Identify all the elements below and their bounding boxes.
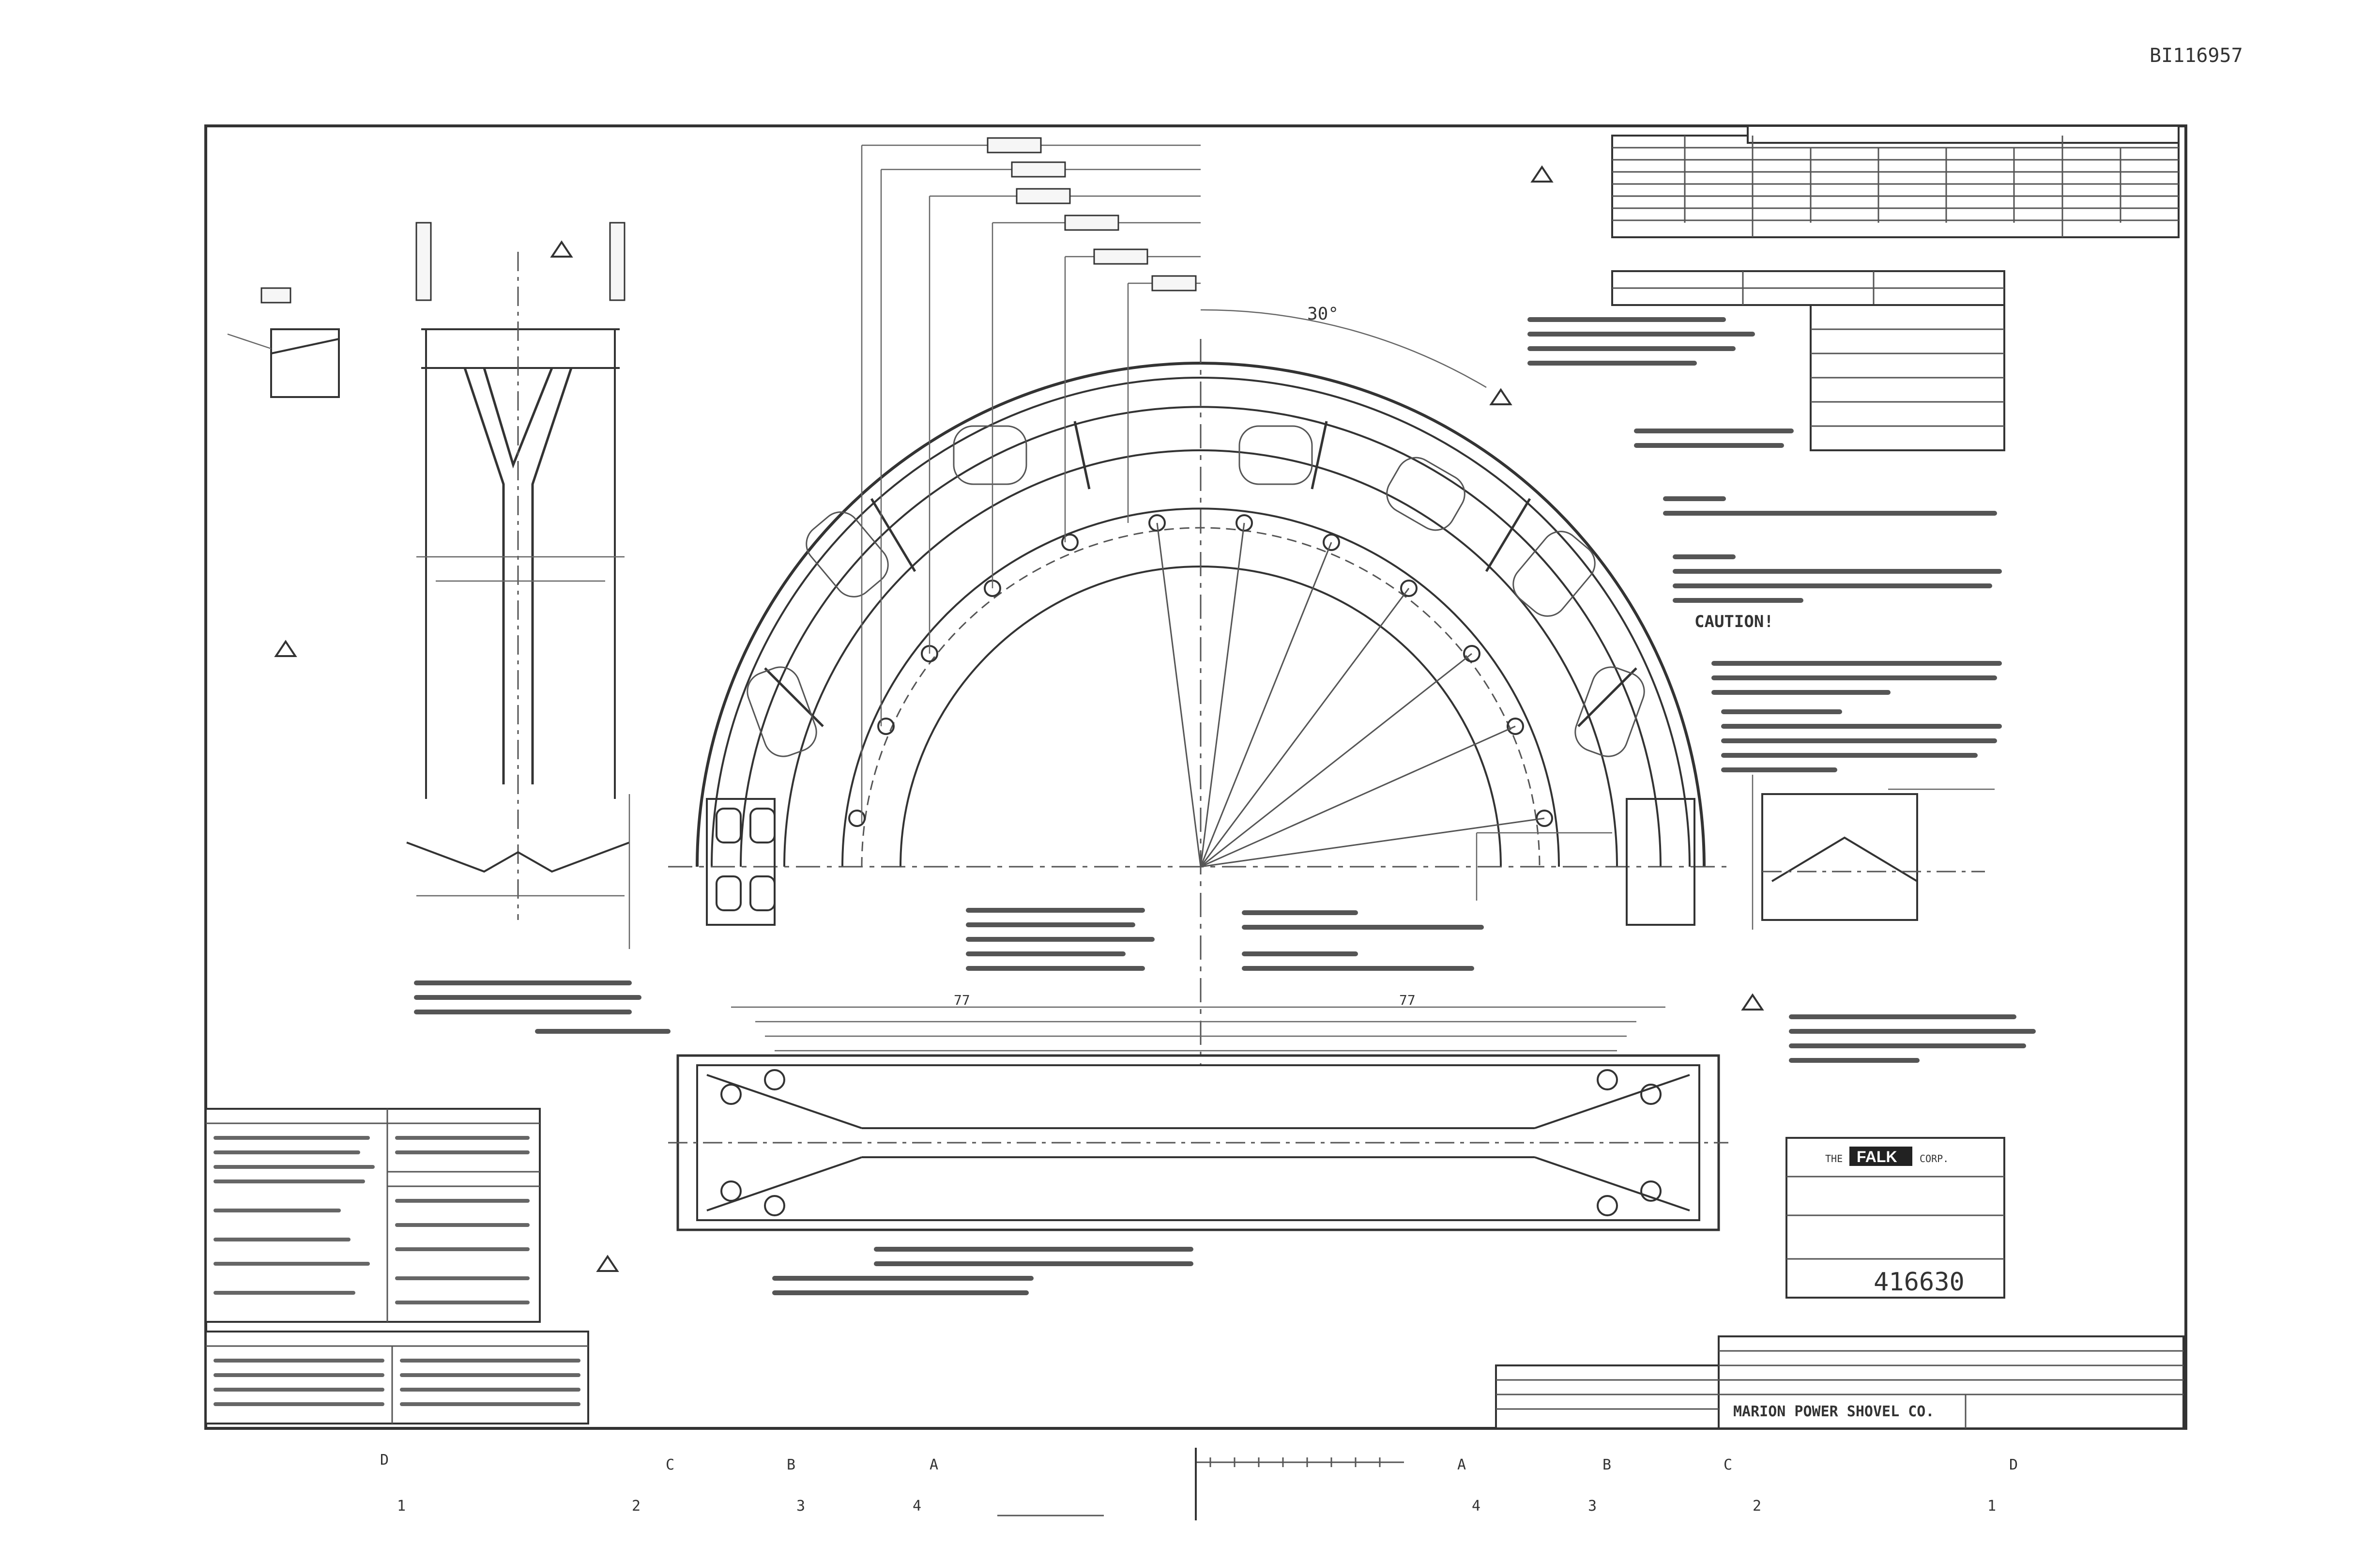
scale-ruler: [997, 1448, 1404, 1520]
angle-label: 30°: [1307, 304, 1339, 324]
document-id: BI116957: [2150, 45, 2243, 67]
general-notes: [1527, 317, 2002, 772]
company-prefix: THE: [1825, 1153, 1843, 1164]
zone-number: 2: [1753, 1498, 1761, 1515]
zone-letter: D: [380, 1452, 389, 1469]
radius-dimension-stack: [861, 137, 1201, 823]
web-dim-left: 77: [954, 992, 970, 1008]
tooth-detail: [227, 287, 340, 398]
revision-triangle-icon: [1489, 388, 1512, 405]
split-gear-half-view: [668, 339, 1733, 1065]
web-dim-right: 77: [1399, 992, 1416, 1008]
border-zone-markers: D C B A A B C D 1 2 3 4 4 3 2 1: [380, 1452, 2018, 1515]
zone-letter: C: [666, 1456, 674, 1473]
caution-heading: CAUTION!: [1694, 612, 1774, 631]
split-joint-detail: [1476, 775, 1995, 930]
rim-section-view: [406, 222, 630, 949]
revision-triangle-icon: [1530, 165, 1554, 183]
company-name: FALK: [1857, 1148, 1897, 1165]
zone-number: 3: [1588, 1498, 1597, 1515]
revision-table: [1611, 125, 2180, 238]
gear-edge-view: 77 77: [668, 992, 1728, 1231]
revision-triangle-icon: [1741, 993, 1764, 1011]
bolt-notes: [414, 908, 2036, 1295]
zone-letter: A: [930, 1456, 938, 1473]
revision-triangle-icon: [274, 640, 297, 657]
zone-number: 1: [1987, 1498, 1996, 1515]
zone-letter: A: [1457, 1456, 1466, 1473]
zone-number: 4: [1472, 1498, 1480, 1515]
table-text-rows: [214, 1136, 580, 1406]
zone-number: 3: [796, 1498, 805, 1515]
owner-company: MARION POWER SHOVEL CO.: [1733, 1403, 1934, 1420]
zone-letter: D: [2009, 1456, 2018, 1473]
company-suffix: CORP.: [1920, 1153, 1949, 1164]
zone-number: 2: [632, 1498, 641, 1515]
zone-letter: C: [1724, 1456, 1732, 1473]
angle-dimension: 30°: [1200, 304, 1487, 388]
zone-letter: B: [1602, 1456, 1611, 1473]
zone-letter: B: [787, 1456, 795, 1473]
revision-triangle-icon: [550, 240, 573, 258]
revision-triangle-icon: [596, 1255, 619, 1272]
zone-number: 1: [397, 1498, 406, 1515]
falk-title-block: THE FALK CORP. 416630: [1785, 1137, 2005, 1299]
owner-title-block: MARION POWER SHOVEL CO.: [1495, 1335, 2184, 1429]
drawing-number: 416630: [1874, 1268, 1965, 1297]
gear-data-box: [1611, 270, 2005, 451]
zone-number: 4: [913, 1498, 921, 1515]
revision-triangles: [274, 165, 1764, 1272]
sheet-border: [204, 124, 2187, 1430]
gear-specification-tables: [205, 1108, 589, 1424]
